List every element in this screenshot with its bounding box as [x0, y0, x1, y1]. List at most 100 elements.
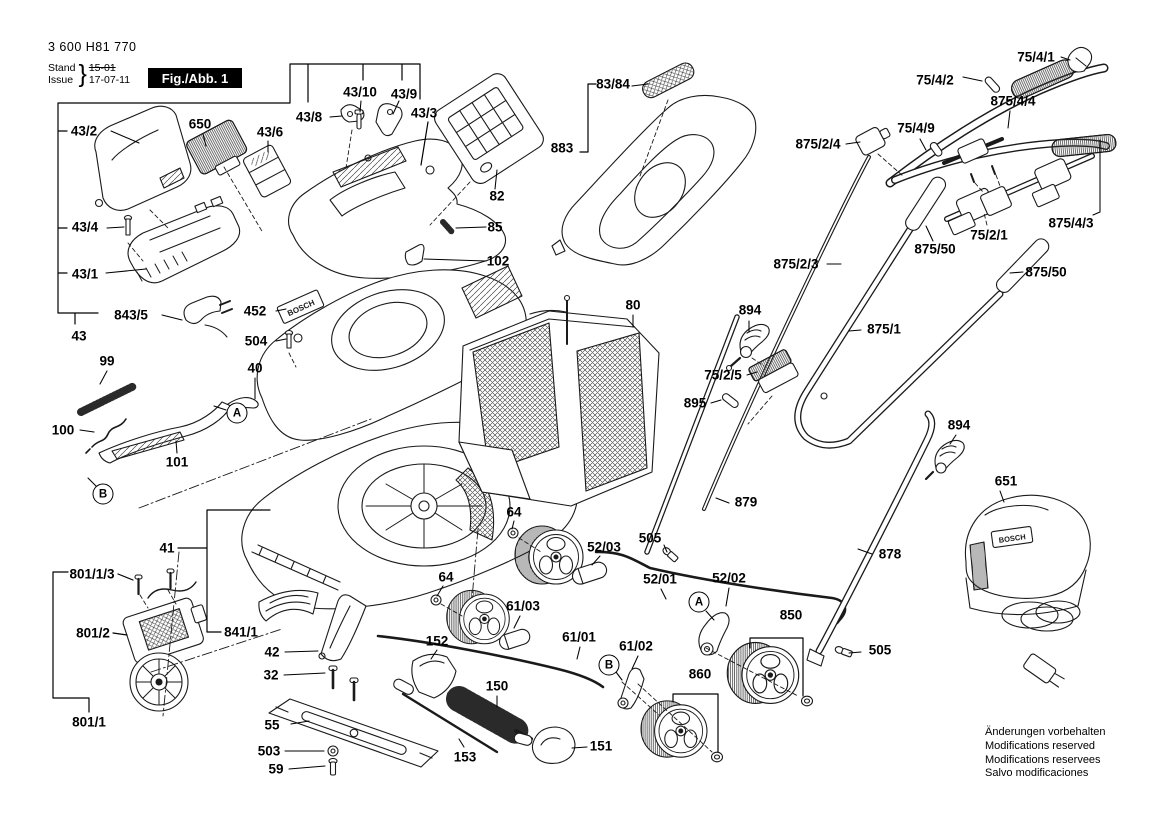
part-label-75-4-2: 75/4/2	[916, 72, 954, 88]
tube-875-50-lower-drawing	[995, 238, 1050, 293]
part-label-64: 64	[438, 569, 454, 585]
spring-99-drawing	[77, 382, 138, 416]
part-label-152: 152	[425, 633, 449, 649]
part-label-503: 503	[257, 743, 281, 759]
pin-75-4-9-icon	[929, 141, 943, 157]
lever-52-02-drawing	[698, 612, 730, 656]
lever-101-drawing	[98, 397, 259, 464]
screws-801-1-3-icon	[134, 568, 175, 596]
screws-32-icon	[328, 665, 359, 702]
mower-upper-housing-drawing	[256, 265, 527, 441]
stand-label: Stand	[48, 62, 76, 74]
battery-cover-drawing	[94, 105, 192, 211]
tube-875-1-drawing	[794, 183, 1004, 449]
charger-drawing: BOSCH	[964, 494, 1091, 688]
part-label-99: 99	[99, 353, 115, 369]
connector-875-2-4-drawing	[855, 126, 891, 156]
part-label-42: 42	[264, 644, 280, 660]
part-label-850: 850	[779, 607, 803, 623]
part-label-82: 82	[489, 188, 505, 204]
part-label-43-2: 43/2	[70, 123, 98, 139]
washer-503-icon	[327, 745, 339, 757]
axle-61-01-drawing	[376, 634, 605, 689]
handle-housing-drawing	[551, 94, 757, 266]
part-label-151: 151	[589, 738, 613, 754]
upper-chassis-drawing	[288, 138, 507, 279]
handle-bracket-875-4-3-drawing	[944, 153, 1095, 236]
part-label-875-4-3: 875/4/3	[1048, 215, 1094, 231]
part-label-85: 85	[487, 219, 503, 235]
part-label-879: 879	[734, 494, 758, 510]
chain-lines	[138, 418, 479, 717]
part-label-843-5: 843/5	[114, 307, 148, 323]
part-label-875-1: 875/1	[867, 321, 901, 337]
part-label-650: 650	[188, 116, 212, 132]
part-label-59: 59	[268, 761, 284, 777]
screw-504-icon	[284, 329, 294, 349]
tube-875-50-upper-drawing	[905, 176, 947, 231]
clamp-75-2-5-drawing	[748, 349, 799, 394]
view-marker-B: B	[92, 483, 114, 505]
part-label-801-1: 801/1	[72, 714, 106, 730]
battery-tray-drawing	[127, 195, 241, 284]
part-label-894: 894	[738, 302, 762, 318]
modification-note-line: Modifications reservees	[985, 753, 1101, 766]
part-label-801-1-3: 801/1/3	[69, 566, 115, 582]
part-label-894: 894	[947, 417, 971, 433]
part-label-875-2-4: 875/2/4	[795, 136, 841, 152]
handlebar-drawing	[885, 59, 1117, 188]
pin-75-4-2-icon	[984, 76, 1001, 93]
modification-note-line: Salvo modificaciones	[985, 767, 1089, 780]
charger-badge-text: BOSCH	[998, 532, 1026, 545]
part-label-75-2-5: 75/2/5	[704, 367, 742, 383]
part-label-43-9: 43/9	[390, 86, 418, 102]
screw-59-icon	[328, 757, 338, 776]
bushing-61-03-drawing	[498, 628, 531, 650]
part-label-860: 860	[688, 666, 712, 682]
part-label-41: 41	[159, 540, 175, 556]
issue-date: 17-07-11	[88, 74, 131, 86]
battery-small-drawing	[242, 144, 292, 198]
part-label-52-01: 52/01	[643, 571, 677, 587]
part-label-32: 32	[263, 667, 279, 683]
part-label-895: 895	[683, 395, 707, 411]
part-label-64: 64	[506, 504, 522, 520]
part-label-878: 878	[878, 546, 902, 562]
rod-153-drawing	[401, 692, 499, 754]
part-label-841-1: 841/1	[224, 624, 258, 640]
modification-note-line: Modifications reserved	[985, 739, 1096, 752]
part-label-61-03: 61/03	[506, 598, 540, 614]
part-label-505: 505	[638, 530, 662, 546]
wing-lever-894-left-drawing	[725, 323, 770, 372]
part-label-75-4-1: 75/4/1	[1017, 49, 1055, 65]
rod-875-4-4-drawing	[942, 137, 1004, 165]
clamp-75-2-1-drawing	[970, 165, 1012, 216]
part-label-150: 150	[485, 678, 509, 694]
wedge-42-drawing	[318, 594, 367, 662]
part-label-875-4-4: 875/4/4	[990, 93, 1036, 109]
part-label-52-02: 52/02	[712, 570, 746, 586]
bracket-43-9-drawing	[375, 103, 403, 137]
motor-drawing	[122, 581, 208, 664]
grass-box-drawing	[458, 294, 660, 507]
part-label-61-01: 61/01	[562, 629, 596, 645]
spring-150-drawing	[446, 686, 533, 744]
part-label-505: 505	[868, 642, 892, 658]
wire-100-drawing	[85, 418, 127, 454]
pin-43-10-icon	[354, 109, 364, 130]
part-label-55: 55	[264, 717, 280, 733]
screw-43-4-icon	[123, 214, 133, 236]
fan-drawing	[129, 652, 189, 712]
bosch-badge-drawing: BOSCH	[276, 289, 325, 324]
part-label-883: 883	[550, 140, 574, 156]
grip-pad-drawing	[642, 62, 695, 99]
spring-85-drawing	[440, 219, 455, 235]
view-marker-A: A	[226, 402, 248, 424]
part-label-43-3: 43/3	[410, 105, 438, 121]
figure-label-box: Fig./Abb. 1	[148, 68, 242, 88]
part-label-43: 43	[71, 328, 87, 344]
part-label-43-6: 43/6	[256, 124, 284, 140]
tube-878-drawing	[806, 410, 936, 667]
display-panel-drawing	[434, 73, 544, 184]
